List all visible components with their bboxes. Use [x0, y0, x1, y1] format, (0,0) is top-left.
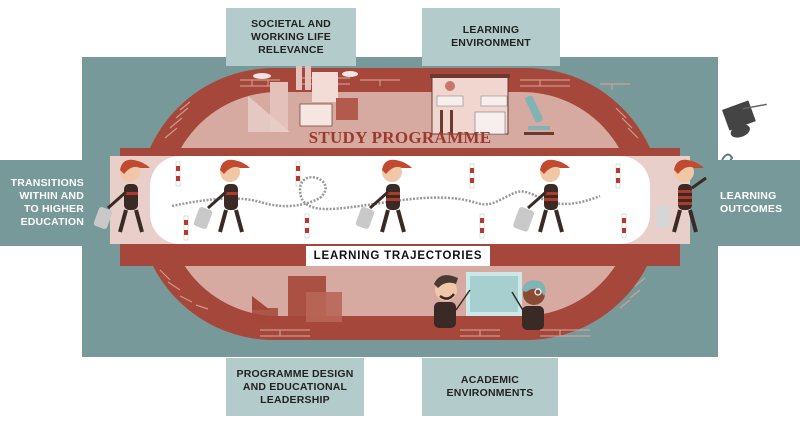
learning-trajectories-label: LEARNING TRAJECTORIES: [306, 246, 490, 266]
box-label: PROGRAMME DESIGN AND EDUCATIONAL LEADERS…: [236, 367, 354, 406]
whiteboard-icon: [466, 272, 522, 316]
study-programme-title: STUDY PROGRAMME: [308, 128, 492, 147]
box-label: LEARNING OUTCOMES: [720, 190, 783, 215]
trajectory-path: [171, 176, 601, 211]
box-academic-environments: ACADEMIC ENVIRONMENTS: [422, 358, 558, 416]
upper-band-border: [120, 148, 680, 156]
microscope-icon: [524, 95, 554, 135]
brick-texture: [159, 77, 646, 337]
student-with-suitcase-icon: [93, 159, 707, 233]
box-learning-environment: LEARNING ENVIRONMENT: [422, 8, 560, 66]
teacher-with-glasses-icon: [511, 280, 546, 330]
box-learning-outcomes: LEARNING OUTCOMES: [720, 160, 800, 246]
teacher-with-pointer-icon: [434, 275, 471, 328]
factory-buildings-icon: [248, 60, 358, 132]
box-label: SOCIETAL AND WORKING LIFE RELEVANCE: [251, 17, 331, 56]
box-transitions-higher-education: TRANSITIONS WITHIN AND TO HIGHER EDUCATI…: [0, 160, 88, 246]
school-building-icon: [430, 74, 510, 135]
graduation-cap-icon: [722, 100, 767, 138]
box-label: TRANSITIONS WITHIN AND TO HIGHER EDUCATI…: [10, 177, 84, 228]
box-societal-working-life-relevance: SOCIETAL AND WORKING LIFE RELEVANCE: [226, 8, 356, 66]
box-label: LEARNING ENVIRONMENT: [451, 24, 531, 49]
bar-blocks-icon: [252, 276, 342, 322]
box-programme-design-leadership: PROGRAMME DESIGN AND EDUCATIONAL LEADERS…: [226, 358, 364, 416]
box-label: ACADEMIC ENVIRONMENTS: [446, 374, 534, 399]
path-poles-icon: [175, 161, 627, 241]
